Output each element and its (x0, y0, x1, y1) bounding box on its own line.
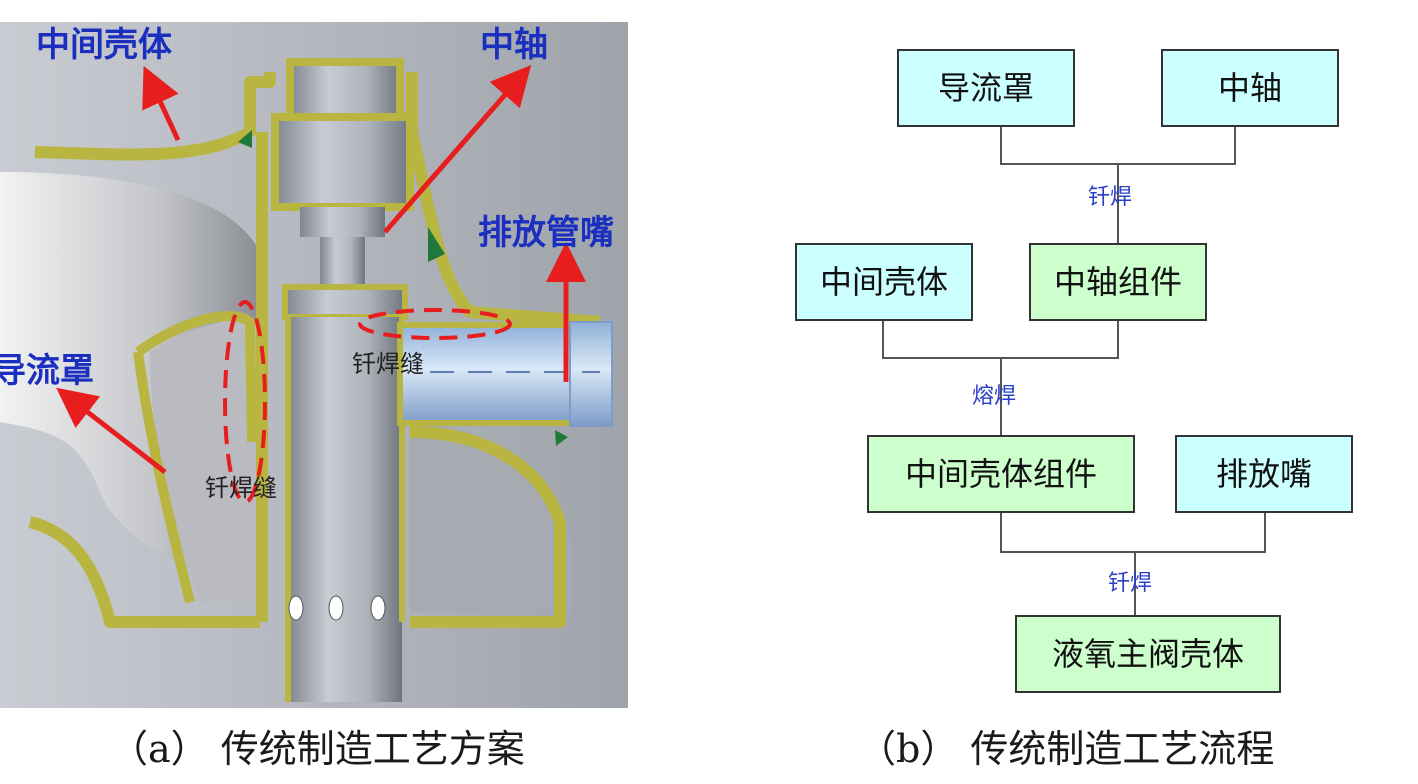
weld-fillet-2 (428, 227, 445, 262)
box-housing-assembly (867, 435, 1135, 513)
box-discharge-nozzle-label: 排放嘴 (1216, 455, 1312, 493)
lower-cavity (150, 318, 262, 602)
box-housing-assembly-label: 中间壳体组件 (905, 455, 1097, 493)
caption-figure-b: （b） 传统制造工艺流程 (858, 727, 1275, 771)
connector-level-3 (1000, 512, 1266, 553)
process-flow-diagram: 导流罩 中轴 中间壳体 中轴组件 中间壳体组件 排放嘴 液氧主阀壳体 钎焊 熔焊… (795, 49, 1353, 693)
box-center-shaft-label: 中轴 (1218, 69, 1282, 107)
box-final-valve-housing-label: 液氧主阀壳体 (1052, 635, 1244, 673)
box-deflector (897, 49, 1075, 127)
box-middle-housing-label: 中间壳体 (820, 263, 948, 301)
arrow-center-shaft (383, 64, 532, 234)
right-lower-cavity (410, 422, 570, 612)
arrow-middle-housing (142, 65, 181, 142)
label-deflector: 导流罩 (0, 351, 94, 391)
box-discharge-nozzle (1175, 435, 1353, 513)
box-shaft-assembly (1029, 243, 1207, 321)
center-shaft (271, 58, 414, 702)
braze-seam-ellipse-vertical (223, 300, 267, 504)
lower-housing-wall (28, 516, 260, 628)
label-braze-seam-pipe: 钎焊缝 (352, 350, 424, 378)
connector-level-2 (882, 320, 1119, 359)
right-housing-lower (409, 426, 566, 628)
box-middle-housing (795, 243, 973, 321)
operation-label-braze-2: 钎焊 (1108, 571, 1152, 596)
weld-fillet-1 (238, 130, 252, 148)
discharge-nozzle-pipe (397, 321, 613, 427)
braze-seam-ellipse-horizontal (358, 308, 512, 340)
deflector-outer-wall (133, 351, 195, 604)
label-middle-housing: 中间壳体 (36, 25, 172, 65)
box-shaft-assembly-label: 中轴组件 (1054, 263, 1182, 301)
label-center-shaft: 中轴 (480, 25, 548, 65)
box-final-valve-housing (1015, 615, 1281, 693)
label-braze-seam-deflector: 钎焊缝 (205, 474, 277, 502)
valve-cross-section-illustration: 中间壳体 中轴 排放管嘴 导流罩 钎焊缝 钎焊缝 (0, 22, 628, 708)
label-discharge-nozzle: 排放管嘴 (478, 213, 614, 253)
arrow-deflector (56, 387, 167, 474)
connector-level-1 (1000, 126, 1236, 165)
operation-label-braze-1: 钎焊 (1088, 185, 1132, 210)
deflector-wall (135, 311, 257, 443)
caption-figure-a: （a） 传统制造工艺方案 (110, 727, 525, 771)
operation-label-fusion-weld: 熔焊 (972, 384, 1016, 409)
box-deflector-label: 导流罩 (938, 69, 1034, 107)
box-center-shaft (1161, 49, 1339, 127)
weld-fillet-3 (555, 430, 568, 446)
